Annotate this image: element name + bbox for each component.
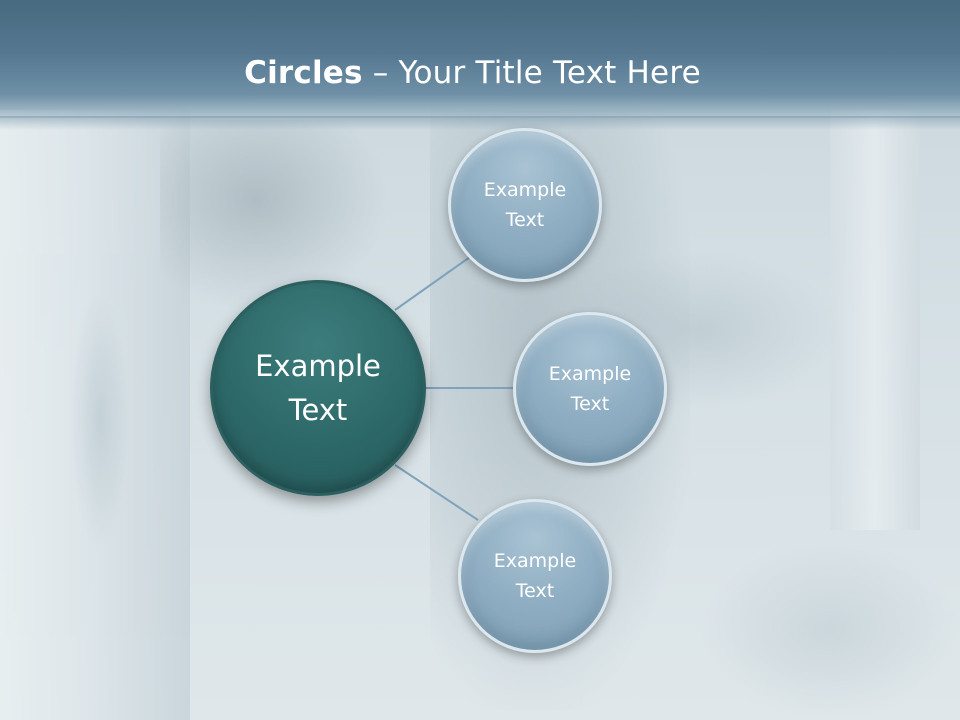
- node-circle-label: Example Text: [493, 550, 577, 602]
- background-pillar-right: [830, 110, 920, 530]
- title-rest: – Your Title Text Here: [362, 55, 701, 91]
- node-circle-bottom[interactable]: Example Text: [458, 499, 612, 653]
- title-bold: Circles: [244, 55, 363, 91]
- connector-line-3: [394, 464, 479, 521]
- slide-title: Circles – Your Title Text Here: [0, 55, 945, 91]
- connector-line-1: [394, 256, 471, 311]
- title-band: [0, 0, 960, 130]
- center-circle-label: Example Text: [255, 349, 381, 427]
- node-circle-label: Example Text: [483, 179, 567, 231]
- node-circle-top[interactable]: Example Text: [448, 128, 602, 282]
- center-circle[interactable]: Example Text: [210, 280, 426, 496]
- node-circle-middle[interactable]: Example Text: [513, 312, 667, 466]
- background-pillar-left: [0, 110, 190, 720]
- node-circle-label: Example Text: [548, 363, 632, 415]
- background-debris: [700, 540, 960, 720]
